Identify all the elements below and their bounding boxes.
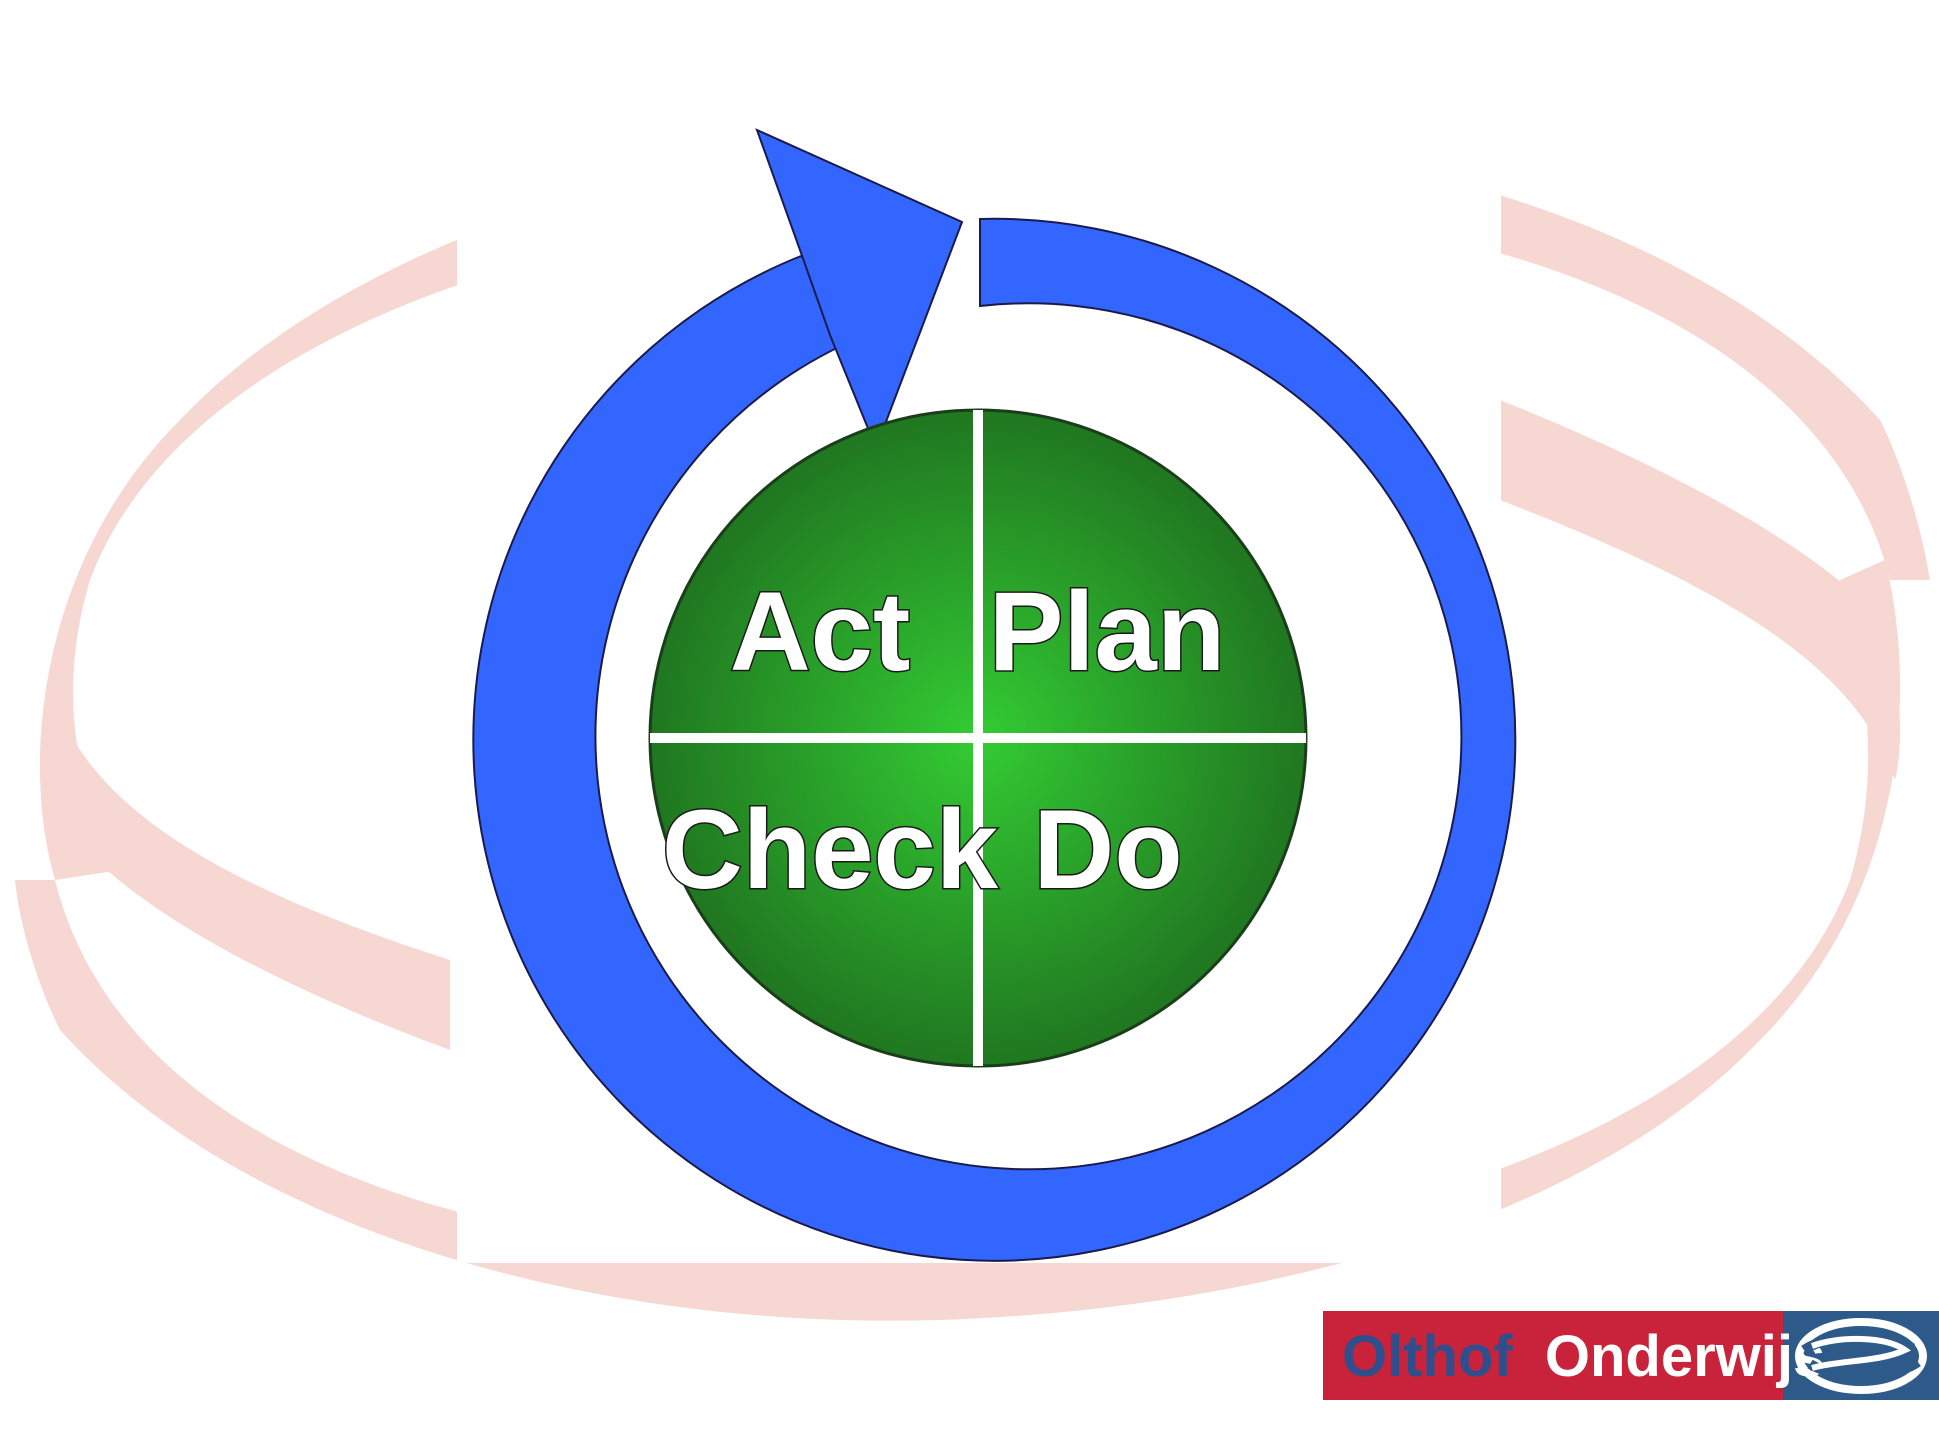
logo-text: Olthof Onderwijs (1342, 1324, 1825, 1389)
logo-red-bar (1323, 1311, 1783, 1400)
swoosh-tail-left (51, 700, 450, 1050)
background-swoosh (15, 129, 1931, 1321)
logo-word-onderwijs: Onderwijs (1545, 1324, 1825, 1389)
cycle-arrow (472, 128, 1517, 1262)
swoosh-tail-right (1500, 400, 1900, 780)
pdca-circle: Act Plan Check Do (648, 408, 1308, 1068)
logo-word-olthof: Olthof (1342, 1324, 1513, 1389)
logo-s-icon (1795, 1318, 1927, 1394)
quadrant-act-label: Act (730, 569, 910, 694)
quadrant-plan-label: Plan (989, 569, 1226, 694)
quadrant-check-label: Check (662, 787, 999, 912)
olthof-logo: Olthof Onderwijs (1323, 1311, 1939, 1400)
quadrant-do-label: Do (1033, 787, 1182, 912)
cycle-ring (472, 217, 1517, 1262)
cycle-arrowhead (755, 128, 964, 451)
